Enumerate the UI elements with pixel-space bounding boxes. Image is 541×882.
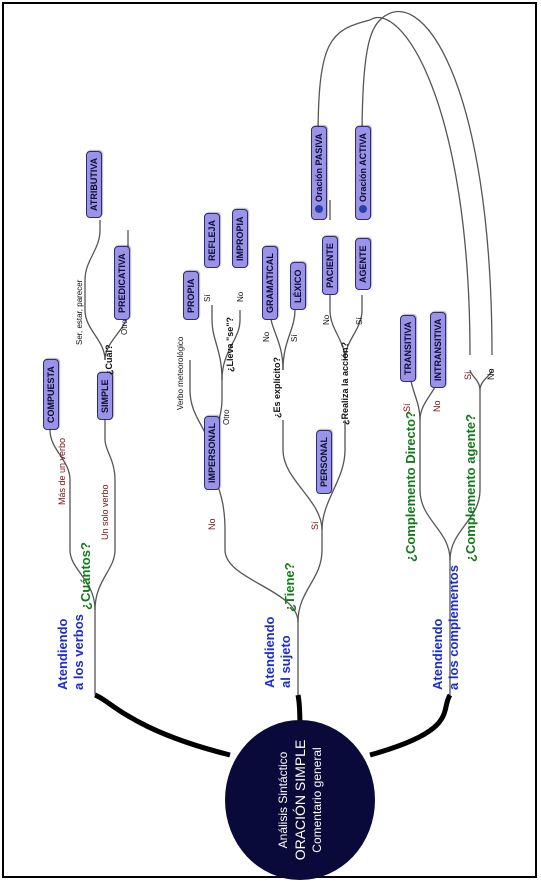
label-mas-de-un-verbo: Más de un verbo (57, 437, 67, 505)
node-compuesta: COMPUESTA (43, 359, 59, 430)
node-atributiva: ATRIBUTIVA (86, 150, 102, 218)
question-tiene: ¿Tiene? (282, 562, 297, 612)
node-impersonal: IMPERSONAL (204, 415, 220, 490)
root-line-3: Comentario general (310, 747, 324, 853)
question-realiza-accion: ¿Realiza la acción? (340, 341, 350, 425)
label-accion-no: No (322, 314, 331, 325)
root-line-1: Análisis Sintáctico (276, 751, 290, 849)
node-lexico: LÉXICO (290, 262, 306, 310)
heading-verbos-line1: Atendiendo (55, 618, 70, 691)
link-icon (315, 205, 323, 213)
question-cual: ¿Cuál? (104, 344, 114, 376)
pasiva-label: Oración PASIVA (314, 133, 324, 202)
node-refleja: REFLEJA (204, 212, 220, 268)
label-ca-si: Sí (463, 371, 473, 380)
heading-verbos-line2: a los verbos (71, 614, 86, 690)
label-se-si: Sí (203, 294, 212, 302)
node-predicativa: PREDICATIVA (114, 246, 130, 320)
label-otro-impersonal: Otro (222, 409, 231, 425)
heading-complementos-line1: Atendiendo (430, 618, 445, 691)
heading-sujeto: Atendiendo al sujeto (262, 617, 294, 689)
node-intransitiva: INTRANSITIVA (430, 311, 446, 388)
activa-label: Oración ACTIVA (358, 132, 368, 202)
label-se-no: No (236, 291, 245, 302)
label-sujeto-si: Sí (310, 521, 320, 530)
label-ser-estar: Ser, estar, parecer (75, 279, 84, 345)
label-expl-no: No (262, 331, 271, 342)
node-transitiva: TRANSITIVA (400, 314, 416, 382)
question-es-explicito: ¿Es explícito? (272, 356, 282, 418)
label-sujeto-no: No (207, 518, 217, 530)
node-paciente: PACIENTE (322, 236, 338, 295)
node-propia: PROPIA (183, 271, 199, 320)
root-line-2: ORACIÓN SIMPLE (292, 739, 308, 861)
label-expl-si: Sí (290, 334, 299, 342)
node-personal: PERSONAL (316, 429, 332, 494)
label-accion-si: Sí (355, 317, 364, 325)
node-simple: SIMPLE (97, 372, 113, 420)
label-ca-no: No (486, 368, 496, 380)
link-icon (359, 205, 367, 213)
node-agente: AGENTE (355, 238, 371, 290)
heading-sujeto-line2: al sujeto (278, 635, 293, 688)
node-oracion-pasiva: Oración PASIVA (311, 126, 327, 220)
heading-verbos: Atendiendo a los verbos (55, 614, 87, 690)
node-impropia: IMPROPIA (232, 209, 248, 268)
label-cd-no: No (432, 400, 442, 412)
question-complemento-directo: ¿Complemento Directo? (403, 411, 418, 562)
heading-complementos-line2: a los complementos (446, 565, 461, 690)
question-cuantos: ¿Cuántos? (78, 542, 93, 610)
question-complemento-agente: ¿Complemento agente? (463, 413, 478, 562)
label-cd-si: Sí (402, 403, 412, 412)
node-gramatical: GRAMATICAL (262, 246, 278, 320)
label-un-solo-verbo: Un solo verbo (100, 484, 110, 540)
heading-sujeto-line1: Atendiendo (262, 616, 277, 689)
label-verbo-meteorologico: Verbo meteorológico (176, 336, 185, 410)
label-otro-verbo: Otro (120, 319, 129, 335)
heading-complementos: Atendiendo a los complementos (430, 565, 462, 690)
node-oracion-activa: Oración ACTIVA (355, 125, 371, 220)
question-lleva-se: ¿Lleva "se"? (225, 316, 235, 372)
root-node: Análisis Sintáctico ORACIÓN SIMPLE Comen… (225, 720, 375, 880)
